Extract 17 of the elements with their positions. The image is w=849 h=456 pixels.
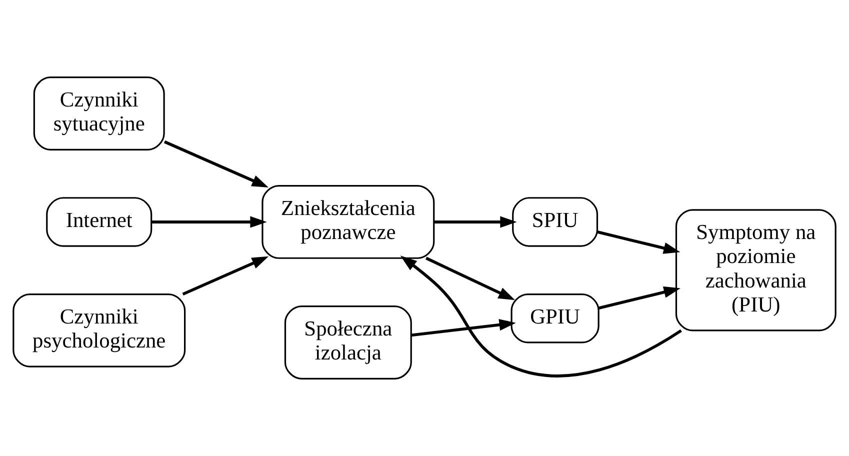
node-box: SPIU [512,197,598,247]
node-box: GPIU [510,293,600,344]
node-box: Internet [46,197,152,247]
arrow [434,216,517,228]
node-box: Czynniki sytuacyjne [33,76,165,150]
arrow [411,319,516,337]
arrow [598,286,680,310]
arrow [426,256,516,300]
arrow [152,216,267,228]
node-box: Społeczna izolacja [284,306,412,380]
arrow [597,230,680,254]
node-box: Czynniki psychologiczne [12,293,186,368]
arrow [182,256,269,296]
arrow [164,140,269,188]
node-box: Symptomy na poziomie zachowania (PIU) [675,209,836,332]
arrow [400,256,682,378]
node-box: Zniekształcenia poznawcze [262,185,435,259]
